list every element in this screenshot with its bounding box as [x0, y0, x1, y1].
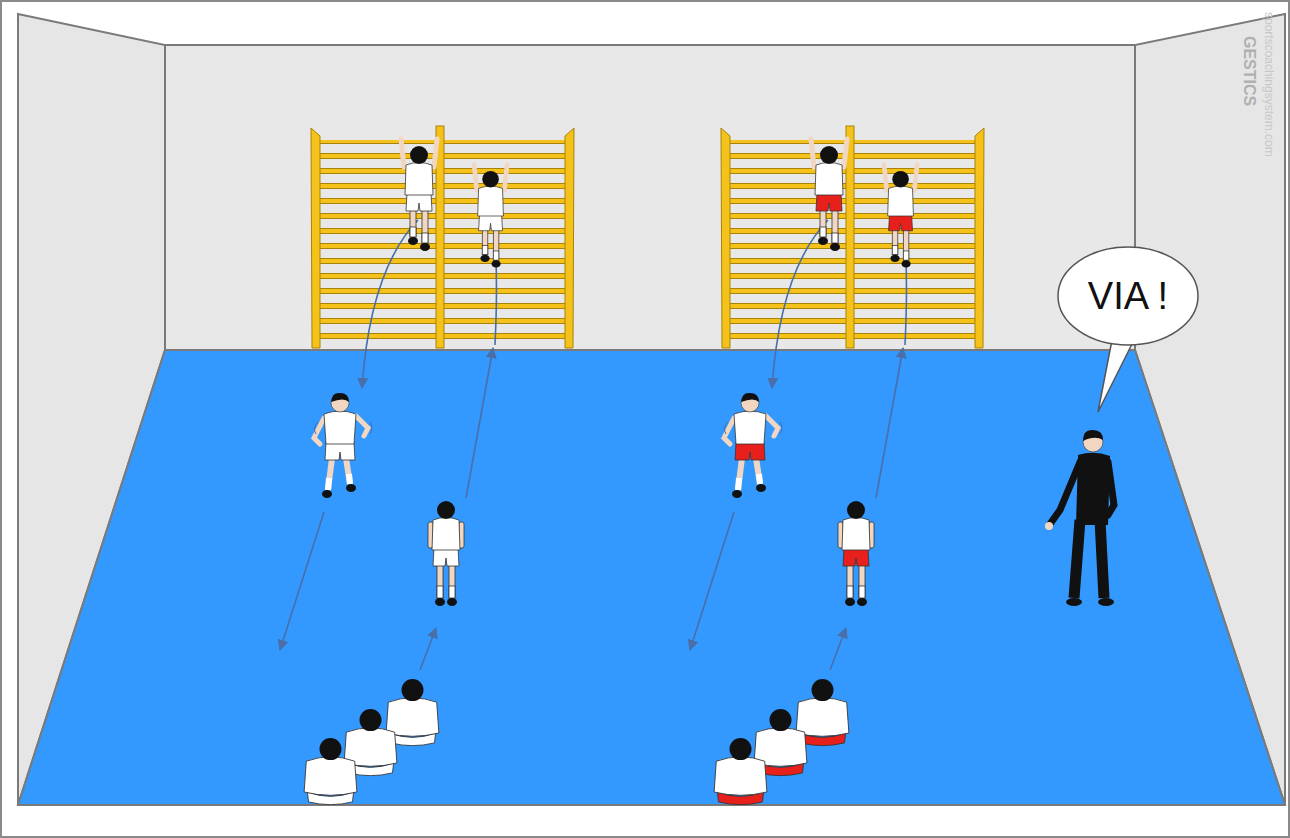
- speech-tail: [1098, 340, 1132, 412]
- running-player: [724, 393, 782, 498]
- seated-player: [304, 738, 357, 805]
- back-wall: [165, 45, 1135, 350]
- watermark-brand: GESTICS: [1240, 36, 1258, 106]
- coach: [1045, 430, 1114, 606]
- running-player: [314, 393, 372, 498]
- speech-bubble: VIA !: [1057, 246, 1199, 346]
- watermark-url: sportscoachingsystem.com: [1262, 12, 1276, 157]
- wall-bars: [311, 126, 574, 348]
- climbing-player: [884, 164, 917, 267]
- climbing-player: [401, 139, 437, 251]
- wall-bars: [721, 126, 984, 348]
- floor: [18, 350, 1285, 805]
- running-player: [428, 501, 464, 606]
- climbing-player: [474, 164, 507, 267]
- movement-arrows: [280, 195, 906, 670]
- bubble-text: VIA !: [1088, 275, 1168, 318]
- running-player: [838, 501, 874, 606]
- climbing-player: [811, 139, 847, 251]
- seated-player: [714, 738, 767, 805]
